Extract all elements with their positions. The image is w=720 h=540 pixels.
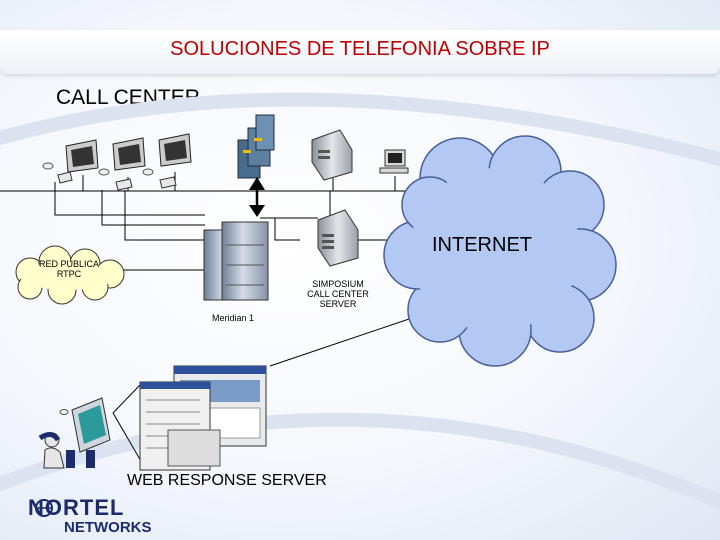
nortel-logo: NORTEL NETWORKS	[28, 495, 152, 538]
nortel-globe-icon	[35, 499, 53, 517]
internet-label: INTERNET	[432, 234, 532, 256]
logo-line2: NETWORKS	[64, 519, 152, 536]
pstn-cloud	[15, 245, 125, 305]
background-arcs	[0, 92, 720, 510]
web-internet-link	[269, 317, 413, 367]
title-bar	[0, 30, 720, 74]
pstn-label-line1: RED PUBLICA	[38, 259, 100, 269]
web-response-server-label: WEB RESPONSE SERVER	[127, 472, 327, 489]
server-top	[311, 129, 353, 181]
web-server-screens	[139, 365, 267, 471]
meridian-label: Meridian 1	[212, 313, 255, 323]
server-tower-cluster	[237, 114, 275, 179]
slide-title: SOLUCIONES DE TELEFONIA SOBRE IP	[170, 38, 550, 60]
internet-cloud	[383, 135, 617, 367]
agent-workstation-1	[42, 139, 99, 184]
simposium-label-line1: SIMPOSIUM	[312, 279, 364, 289]
pstn-label: RED PUBLICA RTPC	[38, 259, 100, 279]
agent-workstation-3	[142, 133, 192, 189]
meridian-pbx	[203, 221, 269, 301]
pstn-label-line2: RTPC	[56, 269, 82, 279]
simposium-server	[317, 209, 359, 267]
agent-at-pc	[38, 397, 111, 469]
logo-line1: NORTEL	[28, 495, 125, 520]
simposium-label: SIMPOSIUM CALL CENTER SERVER	[288, 279, 388, 309]
simposium-label-line2: CALL CENTER SERVER	[307, 289, 369, 309]
terminal	[379, 149, 409, 174]
agent-pbx-lines	[54, 182, 300, 271]
agent-workstation-2	[98, 137, 146, 191]
bidirectional-arrow	[249, 177, 265, 217]
